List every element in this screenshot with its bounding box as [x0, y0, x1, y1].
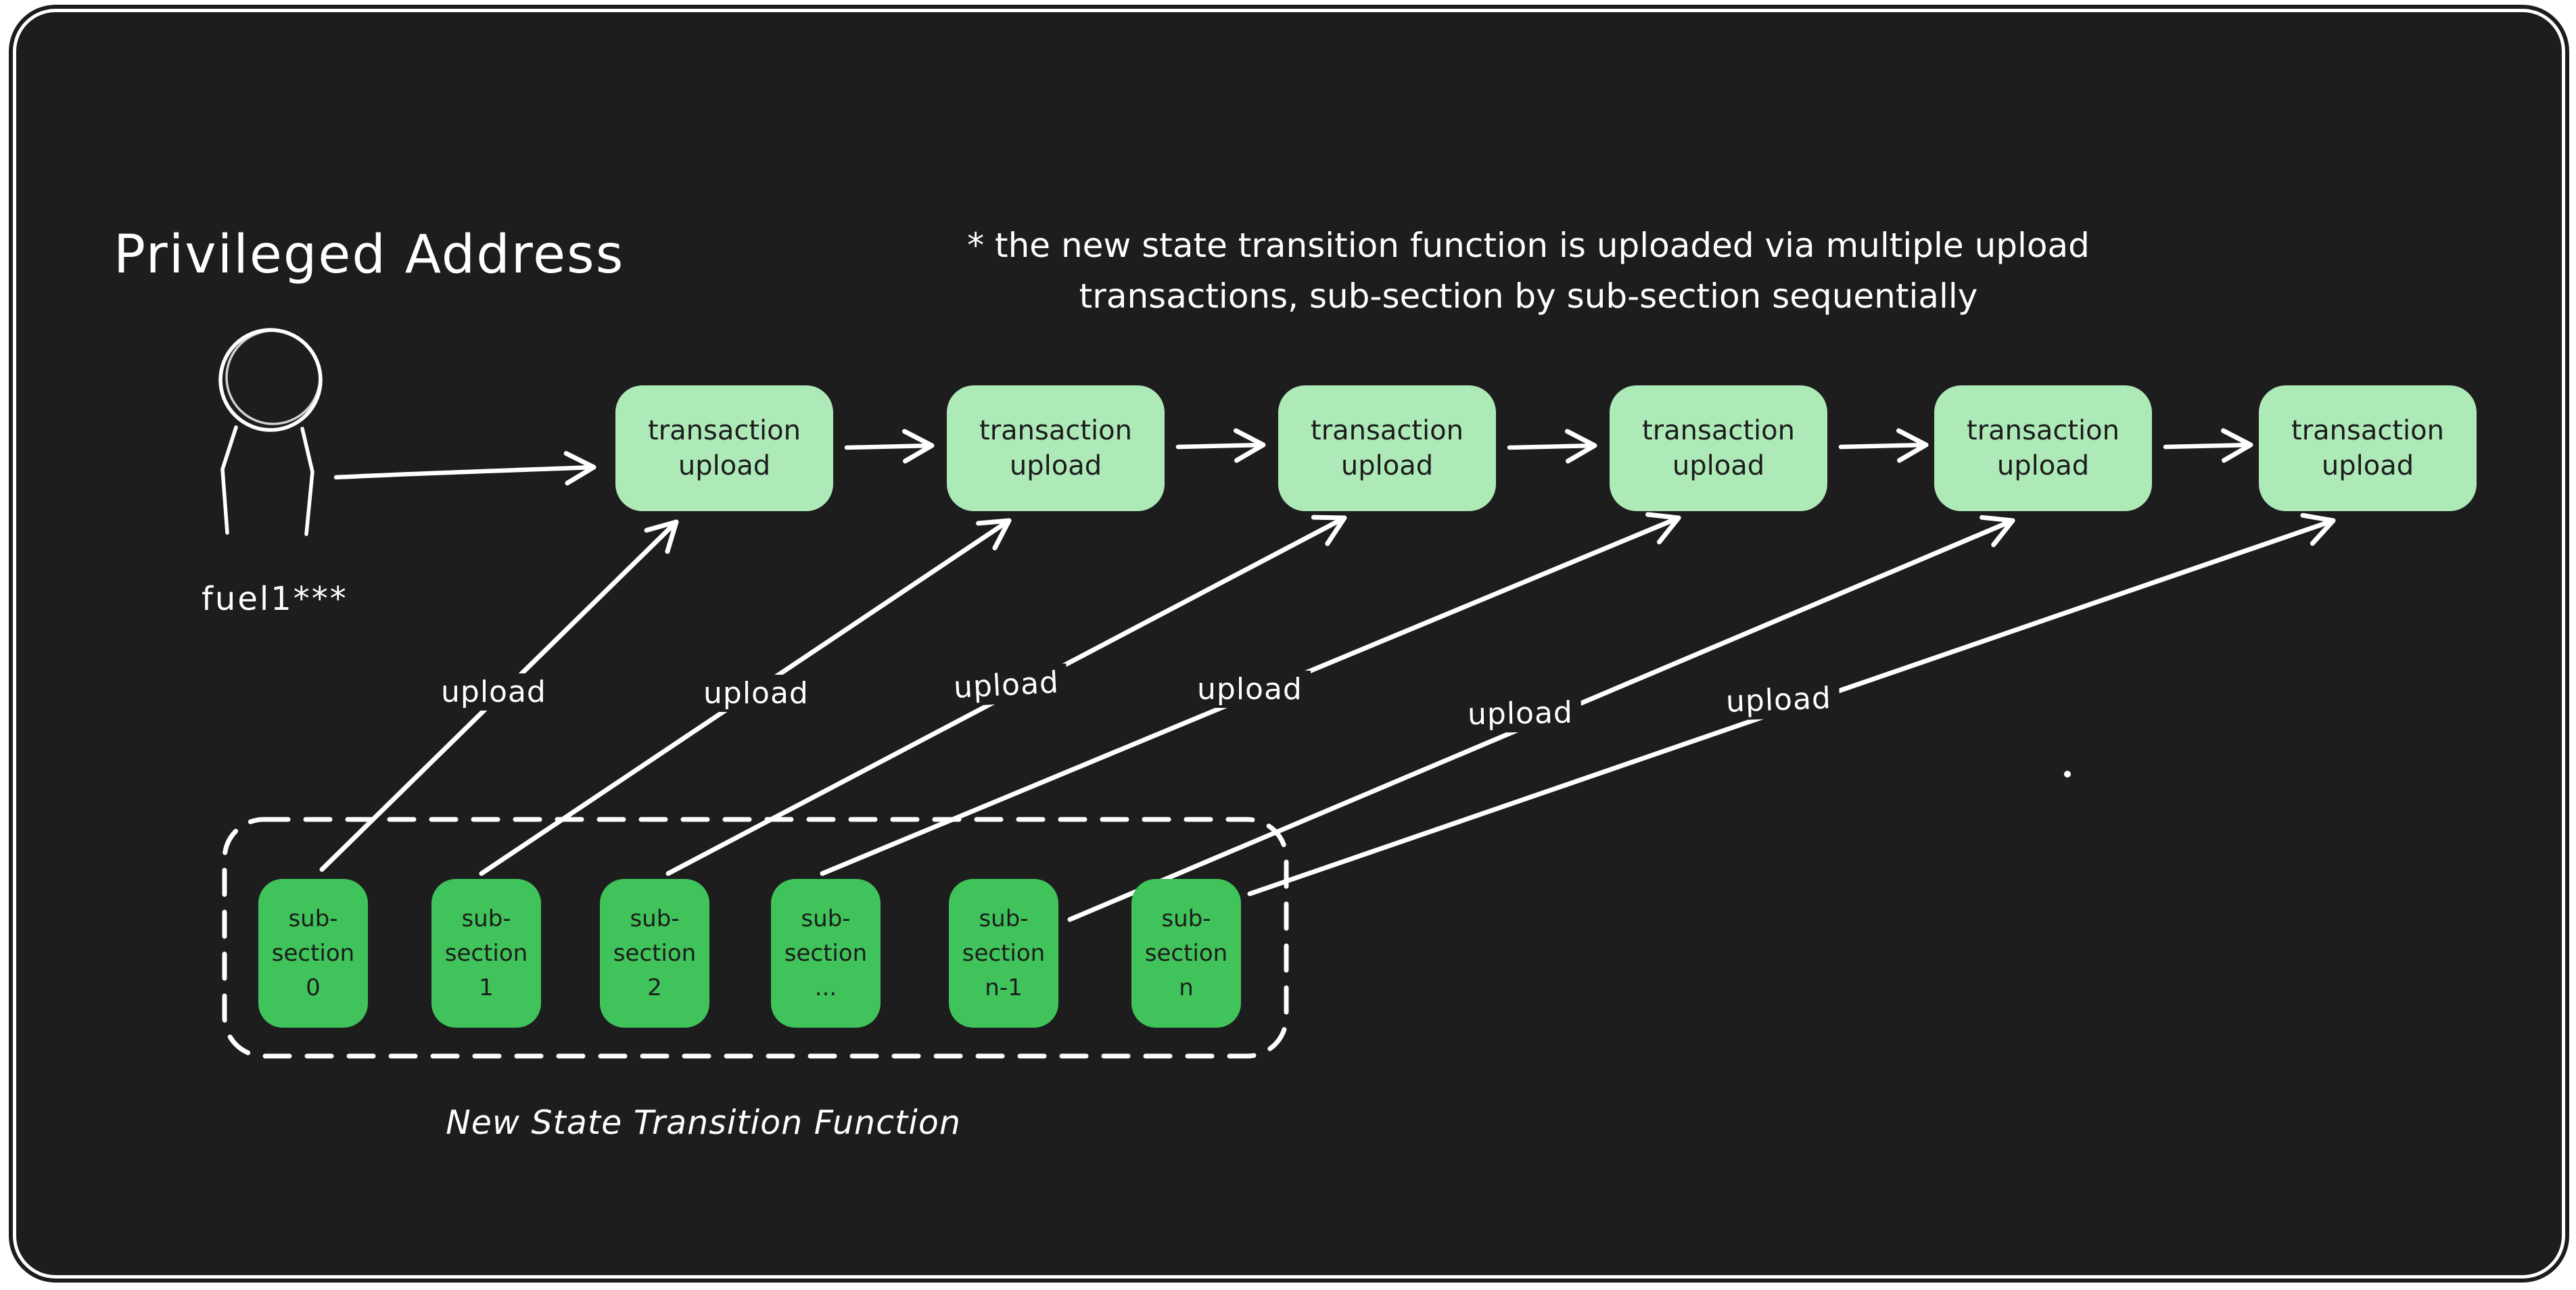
- subsection-box-ellipsis: sub- section ...: [771, 879, 881, 1028]
- sub-line3: 1: [479, 974, 494, 1001]
- transaction-upload-box-3: transaction upload: [1278, 385, 1496, 511]
- subsection-group-border: [222, 817, 1289, 1059]
- sub-line3: ...: [814, 974, 837, 1001]
- tx-label-line2: upload: [1340, 450, 1434, 481]
- page-title: Privileged Address: [114, 224, 625, 285]
- sub-line2: section: [784, 939, 868, 967]
- upload-arrow-label-4: upload: [1189, 671, 1311, 708]
- tx-label-line2: upload: [678, 450, 771, 481]
- sub-line2: section: [271, 939, 355, 967]
- tx-label-line2: upload: [1009, 450, 1102, 481]
- sub-line1: sub-: [801, 905, 851, 932]
- tx-label-line2: upload: [1996, 450, 2090, 481]
- tx-label-line1: transaction: [1311, 415, 1463, 446]
- canvas-panel: [16, 12, 2562, 1275]
- sub-line1: sub-: [630, 905, 680, 932]
- sub-line2: section: [1144, 939, 1228, 967]
- subsection-box-0: sub- section 0: [258, 879, 368, 1028]
- group-label: New State Transition Function: [446, 1103, 961, 1142]
- tx-label-line1: transaction: [979, 415, 1132, 446]
- sub-line1: sub-: [461, 905, 511, 932]
- transaction-upload-box-4: transaction upload: [1610, 385, 1827, 511]
- upload-arrows: [319, 512, 2336, 922]
- tx-label-line1: transaction: [1967, 415, 2120, 446]
- tx-label-line1: transaction: [648, 415, 801, 446]
- person-icon: [218, 328, 323, 536]
- sub-line3: n-1: [985, 974, 1023, 1001]
- tx-label-line2: upload: [1672, 450, 1765, 481]
- stray-dot: [2064, 771, 2071, 778]
- sub-line2: section: [613, 939, 697, 967]
- subsection-box-n-1: sub- section n-1: [949, 879, 1058, 1028]
- tx-label-line1: transaction: [2291, 415, 2444, 446]
- note-line-2: transactions, sub-section by sub-section…: [1079, 277, 1978, 316]
- sub-line3: n: [1179, 974, 1194, 1001]
- upload-arrow-label-5: upload: [1459, 694, 1582, 734]
- note-text: * the new state transition function is u…: [872, 220, 2184, 322]
- sub-line1: sub-: [979, 905, 1029, 932]
- tx-label-line1: transaction: [1642, 415, 1795, 446]
- subsection-box-2: sub- section 2: [600, 879, 709, 1028]
- subsection-box-n: sub- section n: [1131, 879, 1241, 1028]
- sub-line2: section: [444, 939, 528, 967]
- sub-line1: sub-: [1161, 905, 1211, 932]
- address-label: fuel1***: [202, 580, 348, 618]
- upload-arrow-label-2: upload: [695, 675, 817, 712]
- sub-line3: 2: [647, 974, 662, 1001]
- upload-arrow-label-6: upload: [1717, 679, 1840, 721]
- subsection-box-1: sub- section 1: [431, 879, 541, 1028]
- transaction-upload-box-6: transaction upload: [2259, 385, 2477, 511]
- transaction-upload-box-2: transaction upload: [947, 385, 1165, 511]
- tx-label-line2: upload: [2321, 450, 2414, 481]
- sub-line3: 0: [306, 974, 321, 1001]
- transaction-upload-box-5: transaction upload: [1934, 385, 2152, 511]
- note-line-1: * the new state transition function is u…: [967, 226, 2090, 265]
- upload-arrow-label-1: upload: [433, 673, 555, 711]
- upload-arrow-label-3: upload: [944, 663, 1069, 707]
- transaction-upload-box-1: transaction upload: [615, 385, 833, 511]
- sub-line2: section: [962, 939, 1046, 967]
- arrow-person-to-tx1: [333, 451, 596, 486]
- arrows-between-transactions: [844, 428, 2253, 464]
- sub-line1: sub-: [288, 905, 338, 932]
